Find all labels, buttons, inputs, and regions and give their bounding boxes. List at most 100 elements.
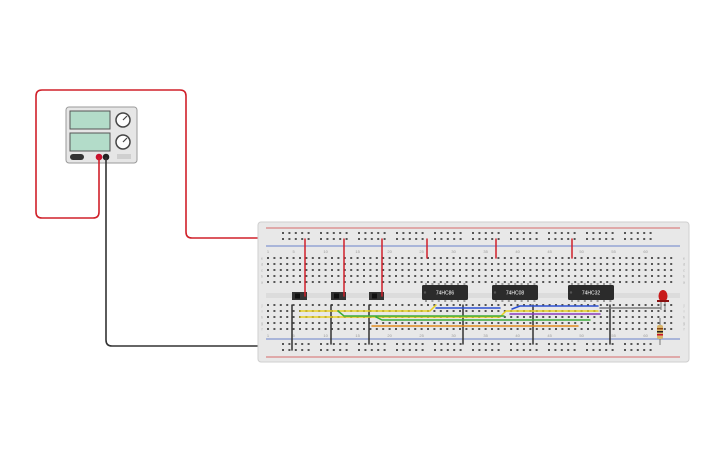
rail-hole[interactable] [484, 343, 487, 345]
terminal-hole[interactable] [606, 275, 609, 277]
terminal-hole[interactable] [535, 269, 538, 271]
terminal-hole[interactable] [478, 269, 481, 271]
terminal-hole[interactable] [631, 316, 634, 318]
rail-hole[interactable] [364, 232, 367, 234]
rail-hole[interactable] [294, 232, 297, 234]
terminal-hole[interactable] [382, 328, 385, 330]
terminal-hole[interactable] [305, 257, 308, 259]
terminal-hole[interactable] [625, 257, 628, 259]
terminal-hole[interactable] [459, 328, 461, 330]
rail-hole[interactable] [548, 232, 550, 234]
terminal-hole[interactable] [516, 263, 519, 265]
terminal-hole[interactable] [459, 304, 461, 306]
terminal-hole[interactable] [292, 269, 295, 271]
terminal-hole[interactable] [286, 328, 289, 330]
terminal-hole[interactable] [599, 281, 602, 283]
terminal-hole[interactable] [561, 322, 564, 324]
rail-hole[interactable] [598, 238, 601, 240]
terminal-hole[interactable] [305, 281, 308, 283]
rail-hole[interactable] [636, 349, 639, 351]
terminal-hole[interactable] [574, 281, 577, 283]
terminal-hole[interactable] [459, 263, 461, 265]
terminal-hole[interactable] [516, 304, 519, 306]
terminal-hole[interactable] [324, 281, 327, 283]
terminal-hole[interactable] [382, 275, 385, 277]
terminal-hole[interactable] [606, 269, 609, 271]
rail-hole[interactable] [332, 232, 335, 234]
terminal-hole[interactable] [503, 281, 506, 283]
terminal-hole[interactable] [529, 328, 532, 330]
terminal-hole[interactable] [267, 328, 269, 330]
rail-hole[interactable] [453, 343, 456, 345]
terminal-hole[interactable] [587, 322, 589, 324]
terminal-hole[interactable] [350, 328, 353, 330]
terminal-hole[interactable] [625, 281, 628, 283]
terminal-hole[interactable] [286, 275, 289, 277]
terminal-hole[interactable] [529, 322, 532, 324]
terminal-hole[interactable] [567, 257, 570, 259]
terminal-hole[interactable] [292, 263, 295, 265]
terminal-hole[interactable] [619, 275, 621, 277]
rail-hole[interactable] [282, 343, 284, 345]
terminal-hole[interactable] [510, 304, 513, 306]
terminal-hole[interactable] [375, 263, 378, 265]
terminal-hole[interactable] [497, 281, 500, 283]
rail-hole[interactable] [332, 238, 335, 240]
terminal-hole[interactable] [574, 263, 577, 265]
terminal-hole[interactable] [484, 269, 487, 271]
terminal-hole[interactable] [580, 304, 583, 306]
rail-hole[interactable] [535, 232, 538, 234]
rail-hole[interactable] [288, 238, 291, 240]
terminal-hole[interactable] [414, 281, 417, 283]
terminal-hole[interactable] [503, 263, 506, 265]
rail-hole[interactable] [446, 349, 449, 351]
terminal-hole[interactable] [497, 328, 500, 330]
terminal-hole[interactable] [439, 328, 442, 330]
terminal-hole[interactable] [433, 269, 436, 271]
terminal-hole[interactable] [427, 275, 429, 277]
rail-hole[interactable] [345, 349, 348, 351]
terminal-hole[interactable] [523, 275, 525, 277]
terminal-hole[interactable] [401, 328, 404, 330]
terminal-hole[interactable] [273, 310, 276, 312]
terminal-hole[interactable] [593, 328, 596, 330]
terminal-hole[interactable] [561, 269, 564, 271]
terminal-hole[interactable] [343, 328, 346, 330]
terminal-hole[interactable] [311, 269, 314, 271]
rail-hole[interactable] [408, 238, 411, 240]
terminal-hole[interactable] [567, 281, 570, 283]
terminal-hole[interactable] [407, 263, 410, 265]
terminal-hole[interactable] [516, 257, 519, 259]
terminal-hole[interactable] [279, 257, 282, 259]
terminal-hole[interactable] [644, 263, 647, 265]
ic-chip-74hc08[interactable]: 74HC08 [492, 283, 538, 302]
wire-yellow-a-2[interactable] [299, 310, 599, 318]
terminal-hole[interactable] [503, 316, 506, 318]
rail-hole[interactable] [624, 349, 626, 351]
terminal-hole[interactable] [555, 269, 557, 271]
rail-hole[interactable] [320, 232, 322, 234]
terminal-hole[interactable] [407, 304, 410, 306]
terminal-hole[interactable] [318, 322, 321, 324]
terminal-hole[interactable] [484, 322, 487, 324]
terminal-hole[interactable] [580, 257, 583, 259]
rail-hole[interactable] [472, 232, 474, 234]
rail-hole[interactable] [522, 343, 525, 345]
terminal-hole[interactable] [548, 269, 551, 271]
terminal-hole[interactable] [567, 263, 570, 265]
rail-hole[interactable] [630, 232, 633, 234]
rail-hole[interactable] [491, 238, 494, 240]
terminal-hole[interactable] [299, 281, 301, 283]
terminal-hole[interactable] [267, 316, 269, 318]
rail-hole[interactable] [446, 238, 449, 240]
terminal-hole[interactable] [331, 281, 333, 283]
rail-hole[interactable] [624, 238, 626, 240]
rail-hole[interactable] [548, 343, 550, 345]
terminal-hole[interactable] [324, 257, 327, 259]
terminal-hole[interactable] [612, 275, 615, 277]
slide-switch-2[interactable] [331, 292, 346, 300]
rail-hole[interactable] [478, 349, 481, 351]
terminal-hole[interactable] [503, 304, 506, 306]
terminal-hole[interactable] [484, 275, 487, 277]
terminal-hole[interactable] [369, 263, 372, 265]
